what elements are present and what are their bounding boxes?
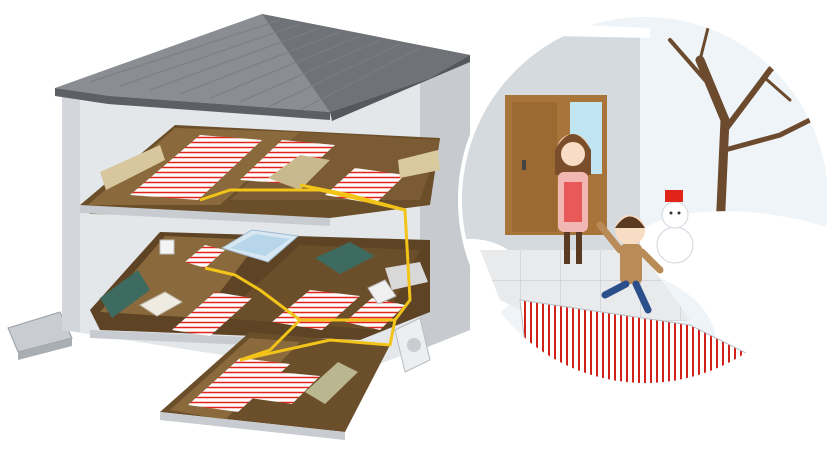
house-cutaway — [8, 14, 470, 440]
toilet — [160, 240, 174, 254]
